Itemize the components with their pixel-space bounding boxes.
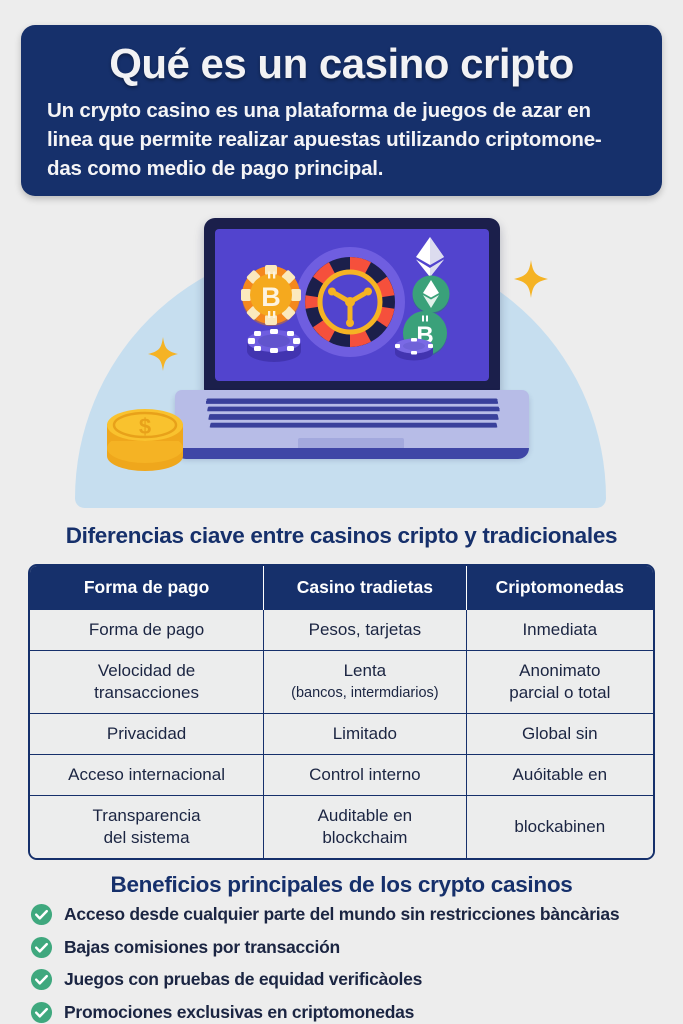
table-cell: Lenta(bancos, intermdiarios) (263, 650, 467, 714)
laptop-illustration: B (0, 196, 683, 508)
check-circle-icon (30, 903, 53, 926)
table-header-row: Forma de pago Casino tradietas Criptomon… (30, 566, 653, 610)
ethereum-coin-icon (412, 275, 450, 314)
hero-subtitle: Un crypto casino es una plataforma de ju… (47, 99, 602, 180)
poker-chip-icon (395, 338, 433, 361)
benefit-label: Acceso desde cualquier parte del mundo s… (64, 904, 620, 924)
laptop-base-edge (175, 448, 529, 459)
hero-banner: Qué es un casino cripto Un crypto casino… (21, 25, 662, 196)
table-row: Forma de pago Pesos, tarjetas Inmediata (30, 609, 653, 651)
table-row: Acceso internacional Control interno Auó… (30, 754, 653, 796)
comparison-table: Forma de pago Casino tradietas Criptomon… (28, 564, 655, 860)
benefits-section-title: Beneficios principales de los crypto cas… (110, 872, 573, 897)
svg-text:$: $ (139, 414, 151, 439)
check-circle-icon (30, 1001, 53, 1023)
table-cell: Forma de pago (30, 609, 265, 651)
list-item: Promociones exclusivas en criptomonedas (30, 1001, 680, 1024)
poker-chip-icon (247, 329, 301, 362)
list-item: Acceso desde cualquier parte del mundo s… (30, 903, 680, 926)
page-title: Qué es un casino cripto (109, 40, 574, 87)
table-cell: Acceso internacional (30, 754, 265, 796)
check-circle-icon (30, 968, 53, 991)
table-row: Privacidad Limitado Global sin (30, 713, 653, 755)
list-item: Bajas comisiones por transacción (30, 936, 680, 959)
sparkle-star-icon (514, 260, 548, 298)
gold-coin-stack-icon: $ (107, 409, 183, 471)
table-section-title: Diferencias ciave entre casinos cripto y… (65, 523, 618, 548)
table-header-cell: Forma de pago (30, 566, 265, 610)
table-cell: Privacidad (30, 713, 265, 755)
sparkle-star-icon (148, 337, 178, 371)
laptop-lid: B (204, 218, 500, 393)
bitcoin-poker-chip-icon: B (241, 265, 301, 326)
table-header-cell: Casino tradietas (263, 566, 467, 610)
benefit-label: Bajas comisiones por transacción (64, 936, 340, 957)
laptop-screen: B (215, 229, 489, 381)
check-circle-icon (30, 936, 53, 958)
list-item: Juegos con pruebas de equidad verificàol… (30, 968, 680, 991)
table-cell: blockabinen (466, 795, 653, 858)
ethereum-gem-icon (416, 237, 444, 277)
benefits-list: Acceso desde cualquier parte del mundo s… (30, 903, 680, 1024)
table-cell: Control interno (263, 754, 467, 796)
table-cell: Auóitable en (466, 754, 653, 796)
laptop-keyboard (199, 398, 505, 434)
table-header-cell: Criptomonedas (466, 566, 653, 610)
table-cell: Limitado (263, 713, 467, 755)
table-cell: Inmediata (466, 609, 653, 651)
benefit-label: Juegos con pruebas de equidad verificàol… (64, 969, 423, 989)
table-cell: Global sin (466, 713, 653, 755)
svg-text:B: B (261, 282, 281, 312)
roulette-wheel-icon (295, 247, 405, 357)
table-cell: Pesos, tarjetas (263, 609, 467, 651)
benefit-label: Promociones exclusivas en criptomonedas (64, 1001, 415, 1022)
laptop-base (175, 390, 529, 456)
